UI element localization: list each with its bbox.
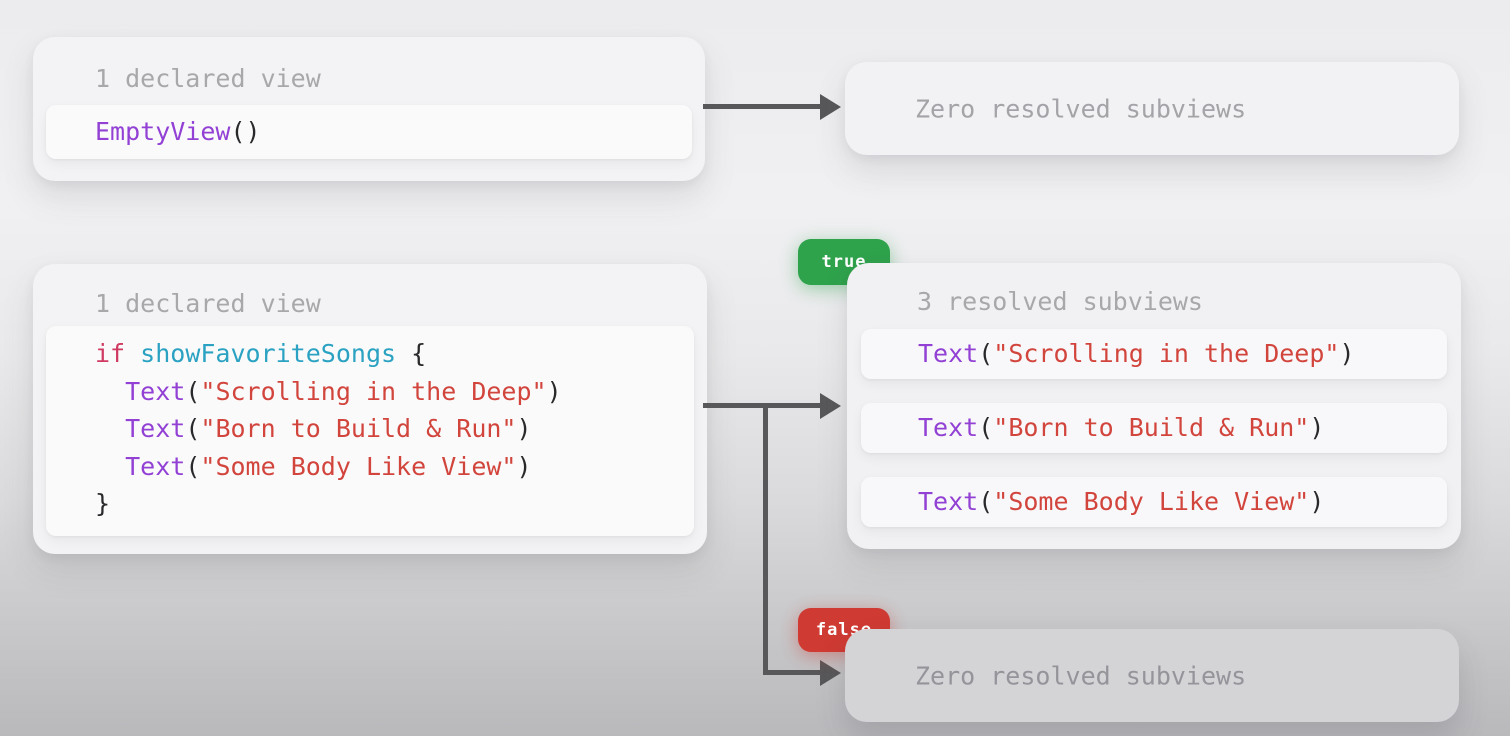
resolved-subview-row: Text("Born to Build & Run") [861, 403, 1447, 453]
declared-view-title: 1 declared view [95, 64, 321, 93]
false-badge: false [798, 608, 890, 652]
resolved-zero-label: Zero resolved subviews [915, 94, 1247, 123]
arrow-head-icon [820, 393, 841, 419]
resolved-zero-label: Zero resolved subviews [915, 661, 1247, 690]
resolved-row-code-2: Text("Born to Build & Run") [918, 413, 1325, 443]
declared-view-card-conditional: 1 declared view if showFavoriteSongs { T… [33, 264, 707, 554]
arrow-top-line [703, 104, 821, 109]
resolved-subview-row: Text("Scrolling in the Deep") [861, 329, 1447, 379]
code-line-text-2: Text("Born to Build & Run") [125, 414, 532, 443]
code-line-if: if showFavoriteSongs { [95, 339, 427, 368]
arrow-branch-vertical-line [763, 403, 768, 675]
declared-view-title: 1 declared view [95, 289, 321, 318]
arrow-false-line [763, 670, 821, 675]
resolved-three-title: 3 resolved subviews [917, 287, 1203, 316]
resolved-zero-card-bottom: Zero resolved subviews [845, 629, 1459, 722]
resolved-row-code-3: Text("Some Body Like View") [918, 487, 1325, 517]
arrow-head-icon [820, 94, 841, 120]
resolved-three-card: 3 resolved subviews Text("Scrolling in t… [847, 263, 1461, 549]
code-line-emptyview: EmptyView() [95, 117, 261, 146]
arrow-branch-line [703, 403, 821, 408]
code-strip: EmptyView() [46, 105, 692, 159]
resolved-subview-row: Text("Some Body Like View") [861, 477, 1447, 527]
declared-view-card-empty: 1 declared view EmptyView() [33, 37, 705, 181]
code-line-text-3: Text("Some Body Like View") [125, 451, 532, 481]
code-line-closing-brace: } [95, 489, 111, 518]
arrow-head-icon [820, 660, 841, 686]
resolved-zero-card-top: Zero resolved subviews [845, 62, 1459, 155]
code-line-text-1: Text("Scrolling in the Deep") [125, 376, 562, 406]
code-strip: if showFavoriteSongs { Text("Scrolling i… [46, 326, 694, 536]
resolved-row-code-1: Text("Scrolling in the Deep") [918, 339, 1355, 369]
